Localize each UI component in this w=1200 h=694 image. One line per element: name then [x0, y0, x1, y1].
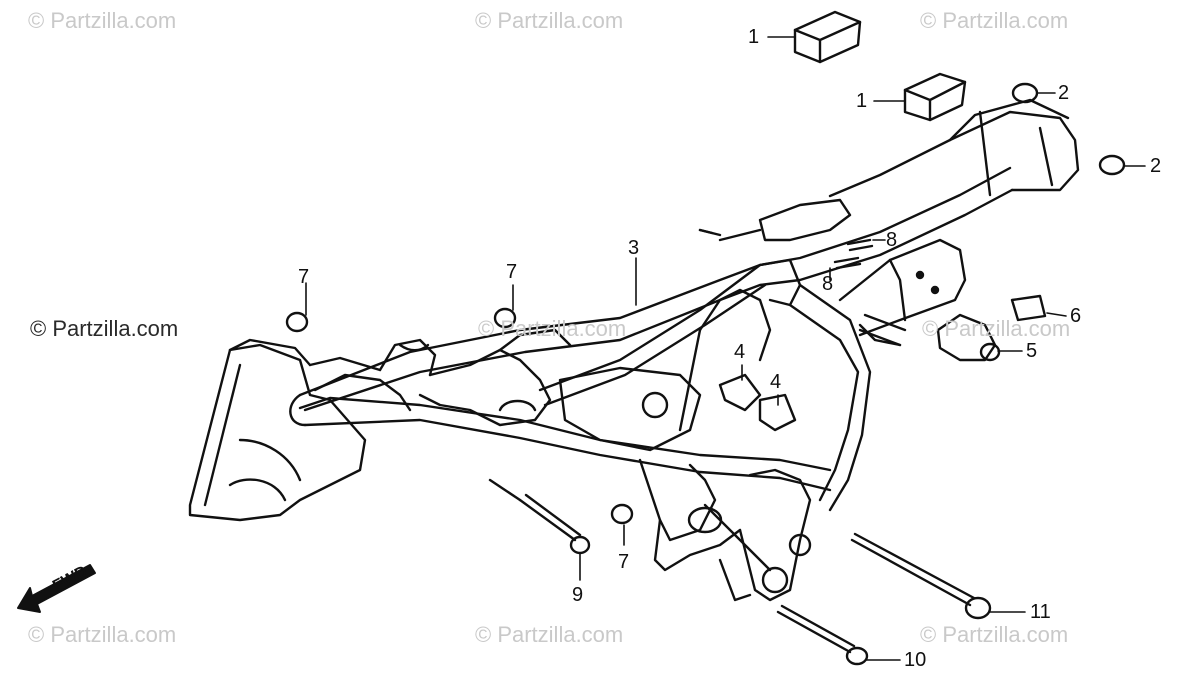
part-6-label [1010, 294, 1047, 322]
callout-11: 11 [1030, 601, 1051, 623]
watermark: © Partzilla.com [475, 8, 624, 33]
part-9-bolt [488, 478, 591, 555]
part-2-collars [1011, 82, 1126, 176]
watermark: © Partzilla.com [920, 8, 1069, 33]
callout-7: 7 [618, 551, 630, 573]
callout-3: 3 [628, 237, 640, 259]
fwd-indicator: FWD [12, 563, 112, 622]
callout-2: 2 [1150, 155, 1162, 177]
callout-1: 1 [856, 90, 868, 112]
watermark-main: © Partzilla.com [30, 316, 179, 341]
part-8-bolts [833, 238, 874, 270]
leader-lines [305, 36, 1146, 661]
watermark: © Partzilla.com [920, 622, 1069, 647]
part-1-rubber-top [793, 10, 862, 64]
part-1-rubber-second [903, 72, 967, 122]
callout-8: 8 [886, 229, 898, 251]
callout-7: 7 [506, 261, 518, 283]
frame-right-bracket [698, 198, 967, 347]
callout-2: 2 [1058, 82, 1070, 104]
part-7-nuts [285, 307, 634, 525]
watermark: © Partzilla.com [922, 316, 1071, 341]
frame-pins [698, 228, 907, 432]
callout-4: 4 [770, 371, 782, 393]
part-11-bolt [850, 532, 992, 620]
callout-9: 9 [572, 584, 584, 606]
watermark: © Partzilla.com [478, 316, 627, 341]
watermark: © Partzilla.com [475, 622, 624, 647]
engine-hanger-plates [638, 458, 812, 602]
frame-top-tube [298, 98, 1080, 412]
callout-5: 5 [1026, 340, 1038, 362]
frame-center-plate [558, 288, 772, 452]
callout-1: 1 [748, 26, 760, 48]
watermark: © Partzilla.com [28, 622, 177, 647]
watermark: © Partzilla.com [28, 8, 177, 33]
frame-lower-tube [289, 393, 832, 492]
callout-7: 7 [298, 266, 310, 288]
fwd-arrow-icon [17, 564, 96, 613]
callout-10: 10 [904, 649, 927, 671]
part-5-rubber [936, 313, 1001, 362]
part-10-bolt [776, 604, 869, 666]
callout-8: 8 [822, 273, 834, 295]
callout-6: 6 [1070, 305, 1082, 327]
callout-4: 4 [734, 341, 746, 363]
frame-rear-section [188, 328, 572, 522]
